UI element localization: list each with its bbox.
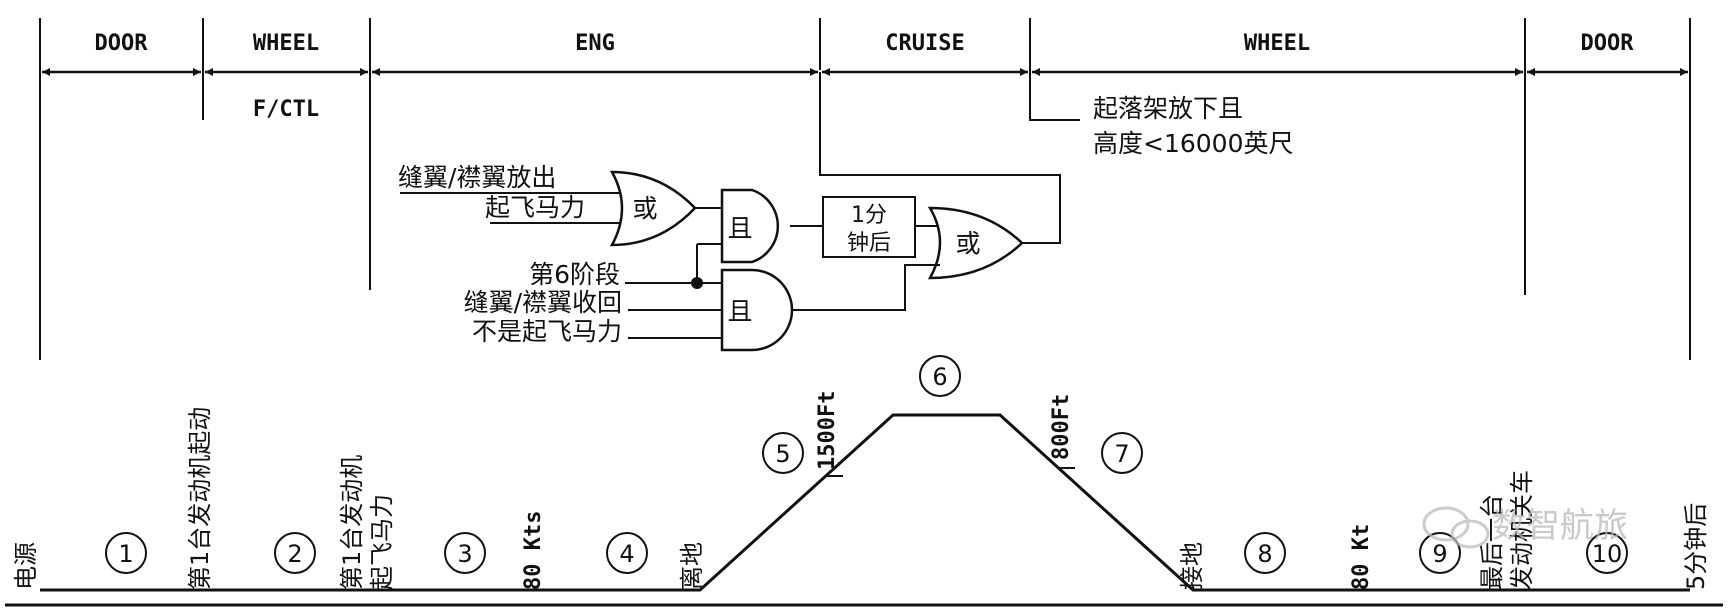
phase-door-right: DOOR [1581, 31, 1635, 56]
input-phase-6: 第6阶段 [529, 260, 620, 289]
stage-1: 1 [118, 540, 133, 568]
label-second-engine-line2: 起飞马力 [368, 494, 396, 590]
timeline-labels: 电源 第1台发动机起动 第1台发动机 起飞马力 80 Kts 离地 1500Ft… [12, 391, 1710, 590]
phase-wheel-left: WHEEL [253, 31, 319, 56]
phase-fctl: F/CTL [253, 97, 319, 122]
watermark: 数智航旅 [1422, 506, 1628, 549]
cruise-condition-line2: 高度<16000英尺 [1093, 129, 1293, 158]
phase-cruise: CRUISE [885, 31, 964, 56]
phase-boundaries [39, 18, 1691, 360]
stage-10: 10 [1592, 540, 1623, 568]
timer-line1: 1分 [851, 203, 887, 228]
stage-6: 6 [932, 363, 947, 391]
input-not-takeoff-power: 不是起飞马力 [472, 317, 622, 346]
input-takeoff-power: 起飞马力 [485, 193, 585, 222]
label-80kt: 80 Kt [1349, 524, 1374, 590]
phase-eng: ENG [575, 31, 615, 56]
label-last-engine-line2: 发动机关车 [1508, 470, 1536, 590]
flight-profile-line [40, 413, 1690, 592]
and-gate-1-label: 且 [727, 214, 752, 243]
and-gate-2 [720, 268, 794, 352]
label-800ft: 800Ft [1049, 394, 1074, 460]
stage-markers: 1 2 3 4 5 6 7 8 9 10 [105, 355, 1628, 574]
or-gate-2 [927, 206, 1024, 280]
or-gate-2-label: 或 [955, 229, 980, 258]
label-1500ft: 1500Ft [815, 391, 840, 470]
watermark-icon [1422, 506, 1470, 542]
label-80kts: 80 Kts [521, 511, 546, 590]
watermark-text: 数智航旅 [1492, 506, 1628, 546]
stage-7: 7 [1114, 440, 1129, 468]
stage-8: 8 [1257, 540, 1272, 568]
logic-diagram: 缝翼/襟翼放出 起飞马力 或 且 1分 钟后 或 第6阶段 缝翼/襟翼收回 不是… [398, 72, 1061, 352]
or-gate-1-label: 或 [632, 194, 657, 223]
or-gate-1 [609, 170, 697, 247]
phase-door-left: DOOR [95, 31, 149, 56]
cruise-start-leader [819, 72, 1061, 244]
label-liftoff: 离地 [678, 542, 706, 590]
cruise-end-leader [1029, 72, 1080, 121]
profile-ticks [826, 467, 1075, 477]
phase-wheel-right: WHEEL [1244, 31, 1310, 56]
stage-2: 2 [287, 540, 302, 568]
label-first-engine-start: 第1台发动机起动 [186, 407, 214, 590]
input-flaps-retracted: 缝翼/襟翼收回 [464, 288, 622, 317]
stage-5: 5 [775, 440, 790, 468]
input-flaps-extended: 缝翼/襟翼放出 [398, 163, 556, 192]
and-gate-2-label: 且 [727, 297, 752, 326]
label-second-engine-line1: 第1台发动机 [338, 455, 366, 590]
label-touchdown: 接地 [1178, 542, 1206, 590]
and-gate-1 [720, 188, 780, 264]
stage-3: 3 [457, 540, 472, 568]
stage-4: 4 [619, 540, 634, 568]
label-power: 电源 [12, 542, 40, 590]
timer-line2: 钟后 [847, 231, 891, 256]
stage-9: 9 [1432, 540, 1447, 568]
cruise-condition-line1: 起落架放下且 [1093, 94, 1243, 123]
junction-dot [691, 277, 703, 289]
label-5min: 5分钟后 [1682, 503, 1710, 590]
